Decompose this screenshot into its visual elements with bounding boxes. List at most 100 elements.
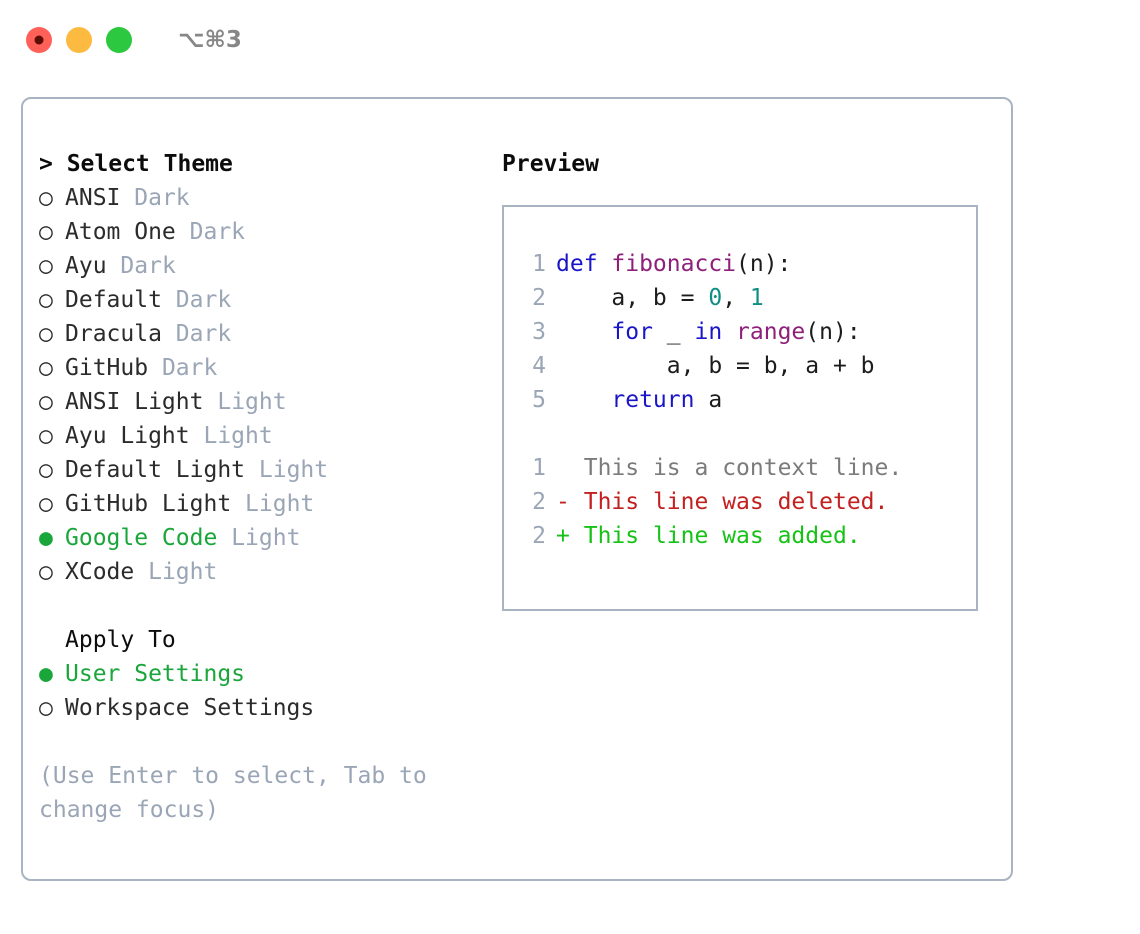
theme-name-label: Ayu Light	[65, 423, 190, 449]
diff-text: This is a context line.	[583, 455, 903, 481]
diff-line: 2- This line was deleted.	[518, 485, 976, 519]
diff-text: This line was added.	[583, 523, 861, 549]
theme-name-label: Atom One	[65, 219, 176, 245]
theme-variant-tag: Light	[258, 457, 329, 483]
apply-to-label: User Settings	[65, 661, 246, 687]
diff-line: 2+ This line was added.	[518, 519, 976, 553]
theme-variant-tag: Light	[203, 423, 273, 449]
code-token	[556, 319, 611, 345]
radio-unselected-icon: ○	[39, 287, 53, 313]
diff-text: This line was deleted.	[583, 489, 889, 515]
theme-name-label: Default	[65, 287, 162, 313]
code-token: def	[556, 251, 612, 277]
label-tag-space	[162, 321, 176, 347]
code-line: 3 for _ in range(n):	[518, 315, 976, 349]
apply-to-item[interactable]: ● User Settings	[39, 657, 479, 691]
line-number: 2	[532, 489, 546, 515]
radio-unselected-icon: ○	[39, 559, 53, 585]
theme-list-item[interactable]: ○ Default Dark	[39, 283, 479, 317]
label-tag-space	[217, 525, 231, 551]
dialog-panel: > Select Theme ○ANSI Dark○Atom One Dark○…	[21, 97, 1013, 881]
line-number: 1	[532, 455, 546, 481]
label-tag-space	[134, 559, 148, 585]
apply-to-list[interactable]: ● User Settings ○ Workspace Settings	[39, 657, 479, 725]
theme-variant-tag: Dark	[189, 219, 246, 245]
theme-list-item[interactable]: ○Ayu Light Light	[39, 419, 479, 453]
theme-list-item[interactable]: ●Google Code Light	[39, 521, 479, 555]
label-tag-space	[245, 457, 259, 483]
radio-unselected-icon: ○	[39, 219, 53, 245]
theme-list-item[interactable]: ○ Ayu Dark	[39, 249, 479, 283]
theme-name-label: Dracula	[65, 321, 162, 347]
zoom-button-icon[interactable]	[106, 27, 132, 53]
theme-name-label: ANSI Light	[65, 389, 204, 415]
theme-list-item[interactable]: ○GitHub Dark	[39, 351, 479, 385]
code-token: in	[694, 319, 723, 345]
diff-gap	[570, 455, 584, 481]
apply-to-heading: Apply To	[65, 627, 176, 653]
code-token: (n):	[805, 319, 861, 345]
code-token	[556, 387, 611, 413]
code-token: fibonacci	[611, 251, 737, 277]
title-bar: ⌥⌘3	[0, 0, 1140, 80]
theme-name-label: Google Code	[65, 525, 218, 551]
theme-list-item[interactable]: ○ Atom One Dark	[39, 215, 479, 249]
diff-sign	[556, 455, 570, 481]
theme-variant-tag: Light	[148, 559, 218, 585]
keyboard-shortcut-label: ⌥⌘3	[178, 27, 242, 53]
diff-sign: +	[556, 523, 570, 549]
theme-name-label: GitHub Light	[65, 491, 232, 517]
line-number: 5	[532, 387, 546, 413]
theme-list-item[interactable]: ○Dracula Dark	[39, 317, 479, 351]
diff-line: 1 This is a context line.	[518, 451, 976, 485]
diff-sign: -	[556, 489, 570, 515]
theme-variant-tag: Dark	[175, 321, 232, 347]
code-line: 4 a, b = b, a + b	[518, 349, 976, 383]
theme-list-item[interactable]: ○GitHub Light Light	[39, 487, 479, 521]
theme-variant-tag: Dark	[161, 355, 218, 381]
radio-unselected-icon: ○	[39, 185, 53, 211]
code-token: range	[736, 319, 806, 345]
code-token: _	[652, 319, 695, 345]
radio-unselected-icon: ○	[39, 491, 53, 517]
code-diff-gap	[518, 417, 976, 451]
label-tag-space	[176, 219, 190, 245]
theme-name-label: Ayu	[65, 253, 107, 279]
theme-name-label: GitHub	[65, 355, 149, 381]
theme-list-item[interactable]: ○ XCode Light	[39, 555, 479, 589]
code-line: 5 return a	[518, 383, 976, 417]
theme-list-item[interactable]: ○ANSI Light Light	[39, 385, 479, 419]
theme-name-label: XCode	[65, 559, 135, 585]
code-token: for	[611, 319, 653, 345]
theme-list-item[interactable]: ○ANSI Dark	[39, 181, 479, 215]
label-tag-space	[203, 389, 217, 415]
code-token: a	[694, 387, 723, 413]
preview-heading: Preview	[502, 151, 599, 177]
diff-gap	[570, 523, 584, 549]
theme-variant-tag: Dark	[175, 287, 232, 313]
radio-unselected-icon: ○	[39, 695, 53, 721]
code-token	[722, 319, 736, 345]
apply-to-item[interactable]: ○ Workspace Settings	[39, 691, 479, 725]
list-spacer	[39, 589, 479, 623]
theme-variant-tag: Dark	[120, 253, 176, 279]
close-button-icon[interactable]	[26, 27, 52, 53]
minimize-button-icon[interactable]	[66, 27, 92, 53]
select-theme-heading: > Select Theme	[39, 151, 233, 177]
theme-list[interactable]: ○ANSI Dark○Atom One Dark○Ayu Dark○Defaul…	[39, 181, 479, 589]
radio-selected-icon: ●	[39, 661, 53, 687]
label-tag-space	[231, 491, 245, 517]
radio-unselected-icon: ○	[39, 389, 53, 415]
code-token: a, b =	[556, 285, 709, 311]
label-tag-space	[107, 253, 121, 279]
theme-selector-column: > Select Theme ○ANSI Dark○Atom One Dark○…	[39, 147, 479, 827]
radio-selected-icon: ●	[39, 525, 53, 551]
apply-to-label: Workspace Settings	[65, 695, 315, 721]
code-token: 0	[708, 285, 723, 311]
theme-name-label: ANSI	[65, 185, 121, 211]
radio-unselected-icon: ○	[39, 253, 53, 279]
line-number: 3	[532, 319, 546, 345]
theme-list-item[interactable]: ○Default Light Light	[39, 453, 479, 487]
